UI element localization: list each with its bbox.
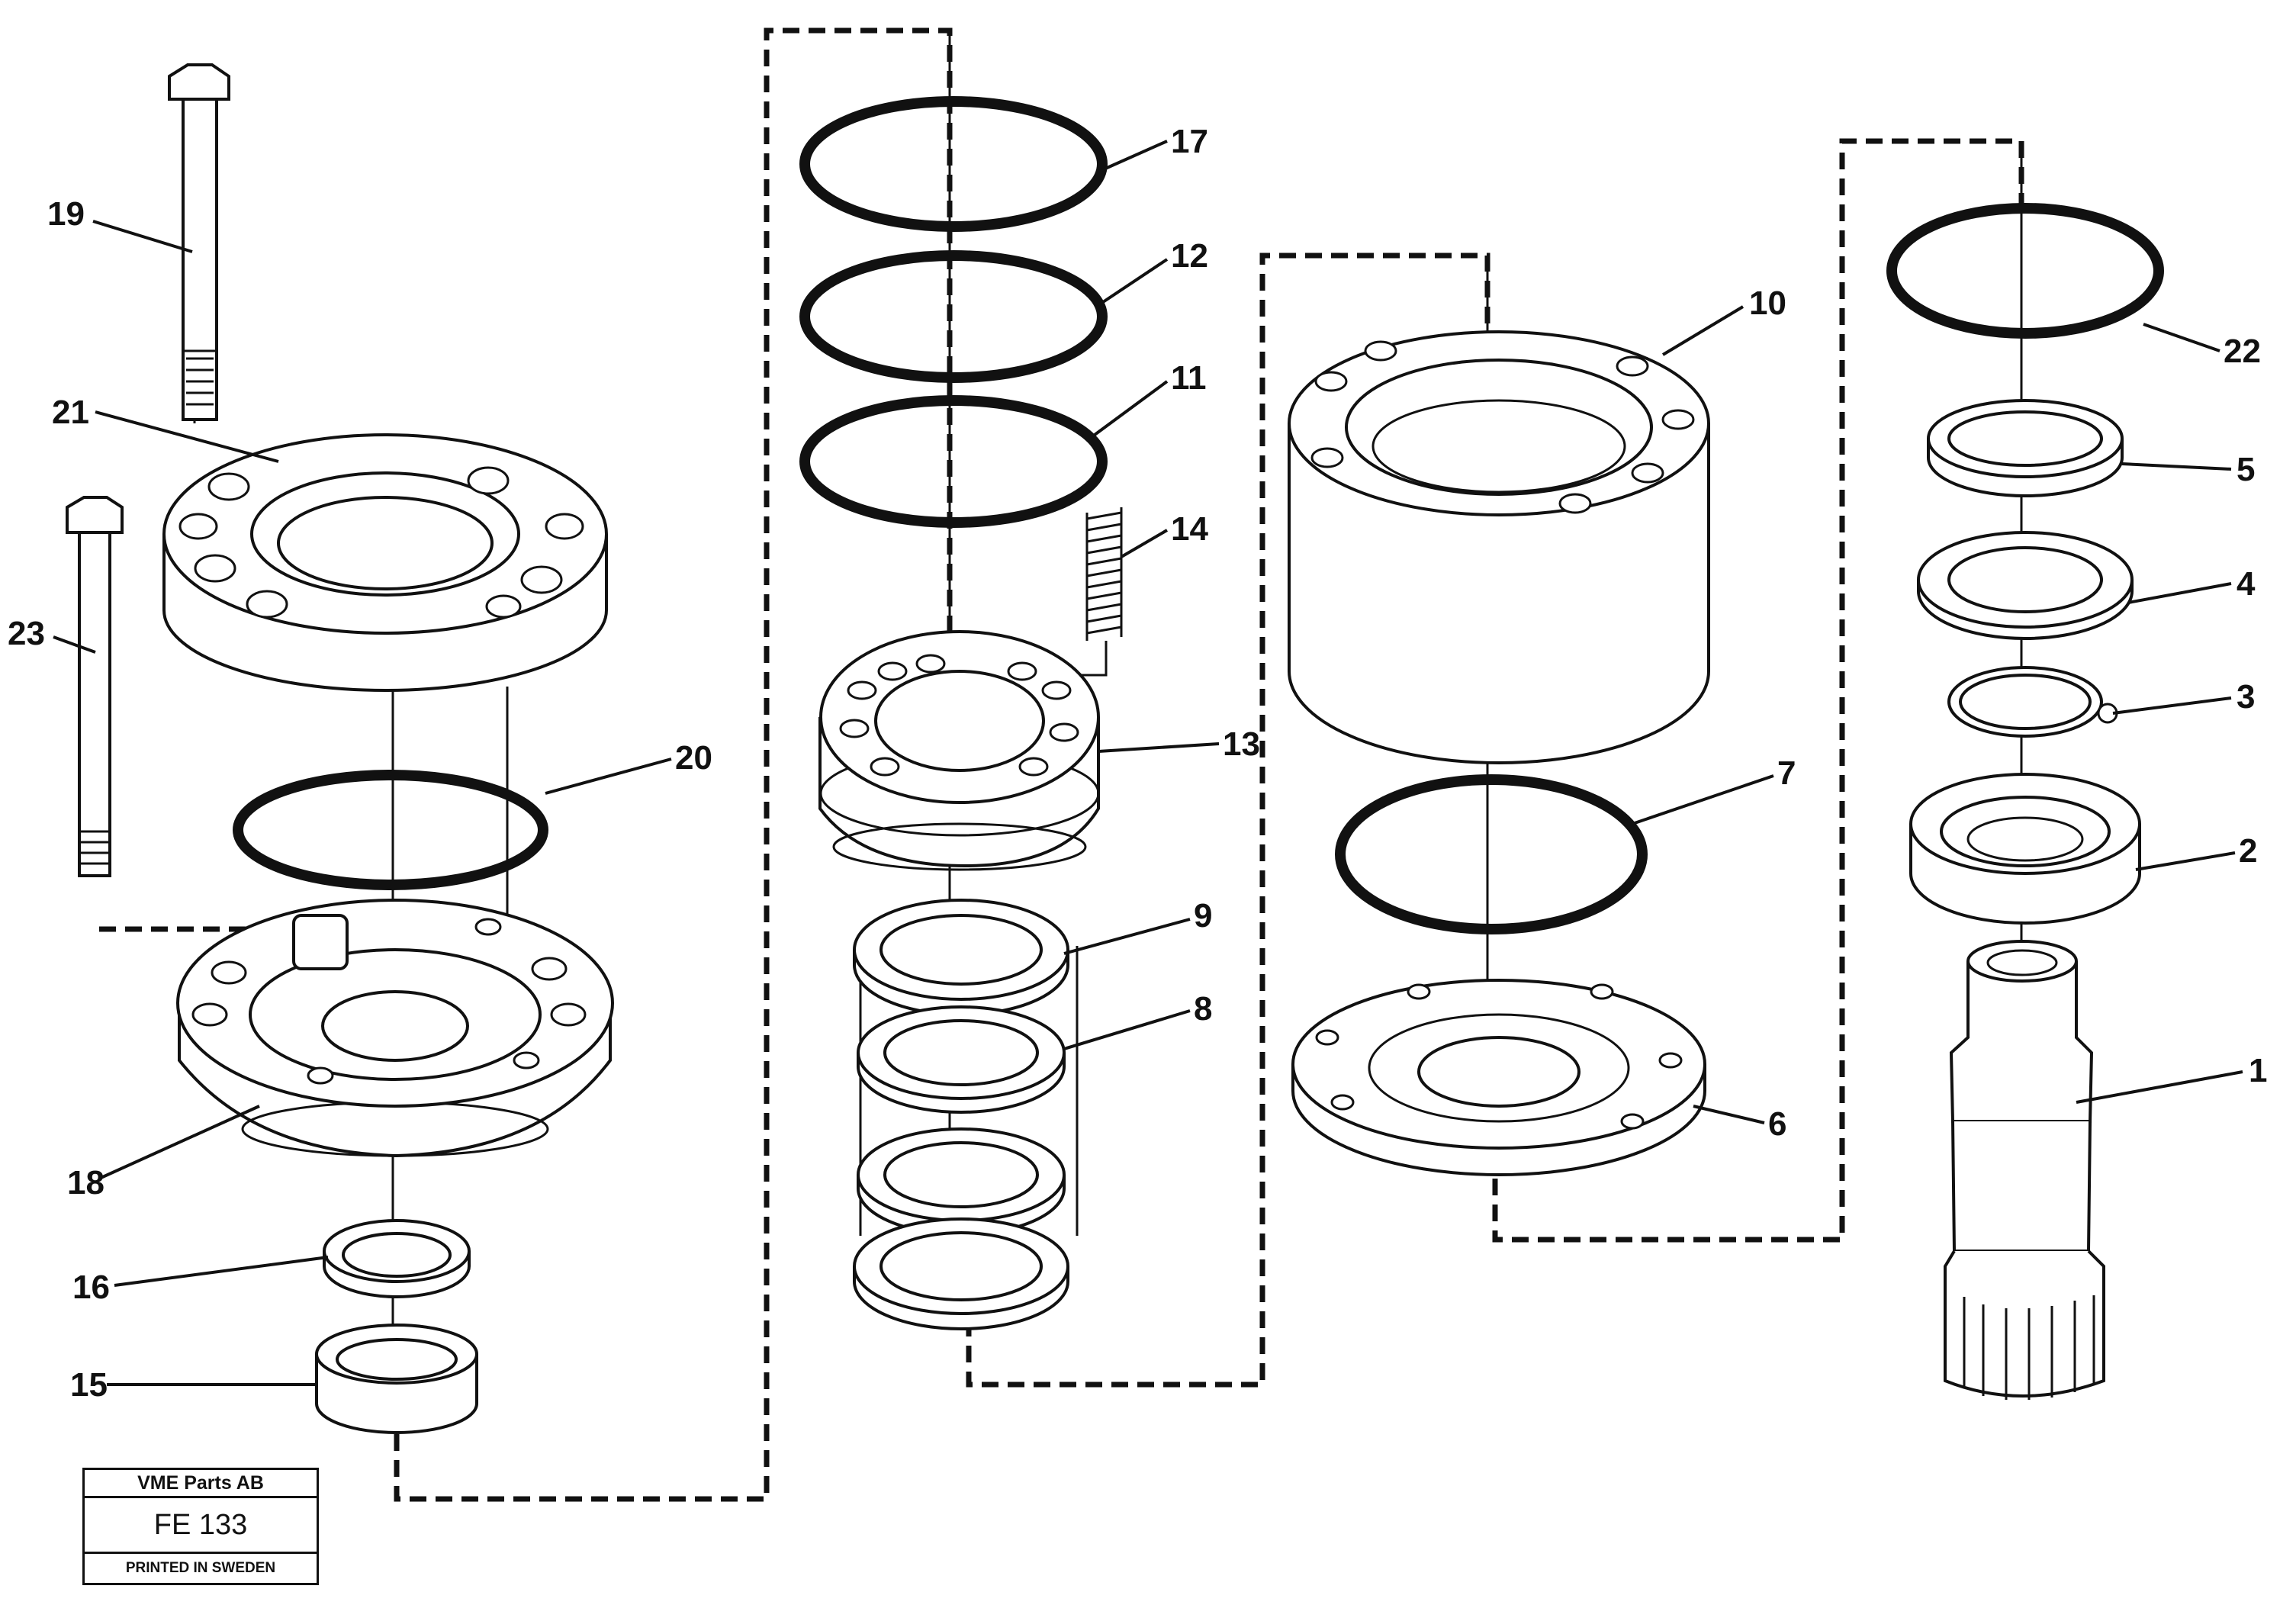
- label-15: 15: [70, 1366, 108, 1404]
- part-labels: 19 21 23 20 18 16 15 17 12 11 14 13 9 8 …: [8, 123, 2267, 1404]
- bearing-2: [1909, 773, 2141, 925]
- hub-18: [176, 899, 614, 1158]
- label-16: 16: [72, 1269, 110, 1306]
- label-11: 11: [1171, 359, 1207, 397]
- label-17: 17: [1171, 123, 1208, 160]
- spring-14: [1072, 507, 1123, 677]
- label-7: 7: [1777, 754, 1796, 792]
- label-5: 5: [2237, 451, 2255, 488]
- ring-11: [799, 395, 1108, 528]
- label-6: 6: [1768, 1105, 1786, 1143]
- plate-company: VME Parts AB: [85, 1470, 317, 1498]
- label-1: 1: [2249, 1052, 2267, 1089]
- title-plate: VME Parts AB FE 133 PRINTED IN SWEDEN: [82, 1468, 319, 1585]
- cover-6: [1291, 979, 1706, 1176]
- label-4: 4: [2237, 565, 2256, 603]
- ring-12: [799, 250, 1108, 383]
- label-22: 22: [2224, 333, 2261, 370]
- label-20: 20: [675, 739, 712, 777]
- leader-lines: [53, 140, 2243, 1386]
- disc-9b: [853, 1217, 1069, 1330]
- plate-code: FE 133: [85, 1498, 317, 1554]
- label-19: 19: [47, 195, 85, 233]
- shaft-1: [1944, 940, 2105, 1400]
- label-14: 14: [1171, 510, 1208, 548]
- washer-4: [1917, 531, 2134, 640]
- o-ring-20: [233, 770, 548, 890]
- seal-16: [323, 1219, 471, 1298]
- label-23: 23: [8, 615, 45, 652]
- disc-8a: [857, 1005, 1066, 1114]
- seal-5: [1927, 399, 2124, 497]
- label-3: 3: [2237, 678, 2255, 716]
- bearing-15: [315, 1324, 478, 1434]
- ring-22: [1886, 203, 2164, 339]
- label-18: 18: [67, 1164, 105, 1201]
- plate-printed: PRINTED IN SWEDEN: [125, 1560, 276, 1576]
- disc-8b: [857, 1127, 1066, 1236]
- o-ring-7: [1335, 774, 1648, 934]
- label-12: 12: [1171, 237, 1208, 275]
- bolt-19: [168, 63, 230, 421]
- label-2: 2: [2239, 832, 2257, 870]
- label-8: 8: [1194, 990, 1212, 1028]
- piston-13: [818, 630, 1100, 871]
- bolt-23: [66, 496, 124, 877]
- label-21: 21: [52, 394, 89, 431]
- housing-10: [1288, 330, 1710, 764]
- label-10: 10: [1749, 285, 1786, 322]
- label-13: 13: [1223, 725, 1260, 763]
- disc-9: [853, 899, 1069, 1016]
- circlip-3: [1947, 666, 2118, 738]
- flange-21: [162, 433, 608, 692]
- label-9: 9: [1194, 897, 1212, 934]
- ring-17: [799, 96, 1108, 232]
